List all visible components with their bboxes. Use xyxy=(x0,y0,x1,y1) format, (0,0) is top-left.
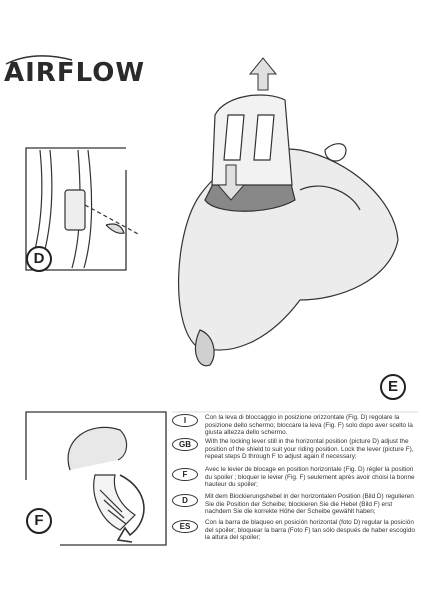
brand-logo: AIRFLOW xyxy=(4,58,145,88)
lang-badge-d: D xyxy=(172,494,198,507)
lever-horizontal-illustration xyxy=(29,149,141,269)
panel-f-label: F xyxy=(26,508,52,534)
lang-badge-i: I xyxy=(172,414,198,427)
instruction-german: Mit dem Blockierungshebel in der horizon… xyxy=(205,493,414,516)
adjust-up-arrow xyxy=(248,57,278,91)
instruction-spanish: Con la barra de blaqueo en posición hori… xyxy=(205,519,415,542)
instruction-italian: Con la leva di bloccaggio in posizione o… xyxy=(205,414,413,437)
lang-badge-es: ES xyxy=(172,520,198,533)
panel-d-label: D xyxy=(26,246,52,272)
adjust-down-arrow xyxy=(216,164,246,201)
lang-badge-gb: GB xyxy=(172,438,198,451)
panel-e-label: E xyxy=(380,374,406,400)
airflow-logo-swoosh xyxy=(5,55,73,65)
lang-badge-f: F xyxy=(172,468,198,481)
panel-d-frame xyxy=(25,147,127,271)
panel-f-frame xyxy=(25,411,167,546)
motorcycle-illustration xyxy=(177,94,399,367)
instruction-french: Avec le levier de blocage en position ho… xyxy=(205,466,415,489)
lever-lock-illustration xyxy=(67,426,145,543)
instruction-english: With the locking lever still in the hori… xyxy=(205,438,414,461)
